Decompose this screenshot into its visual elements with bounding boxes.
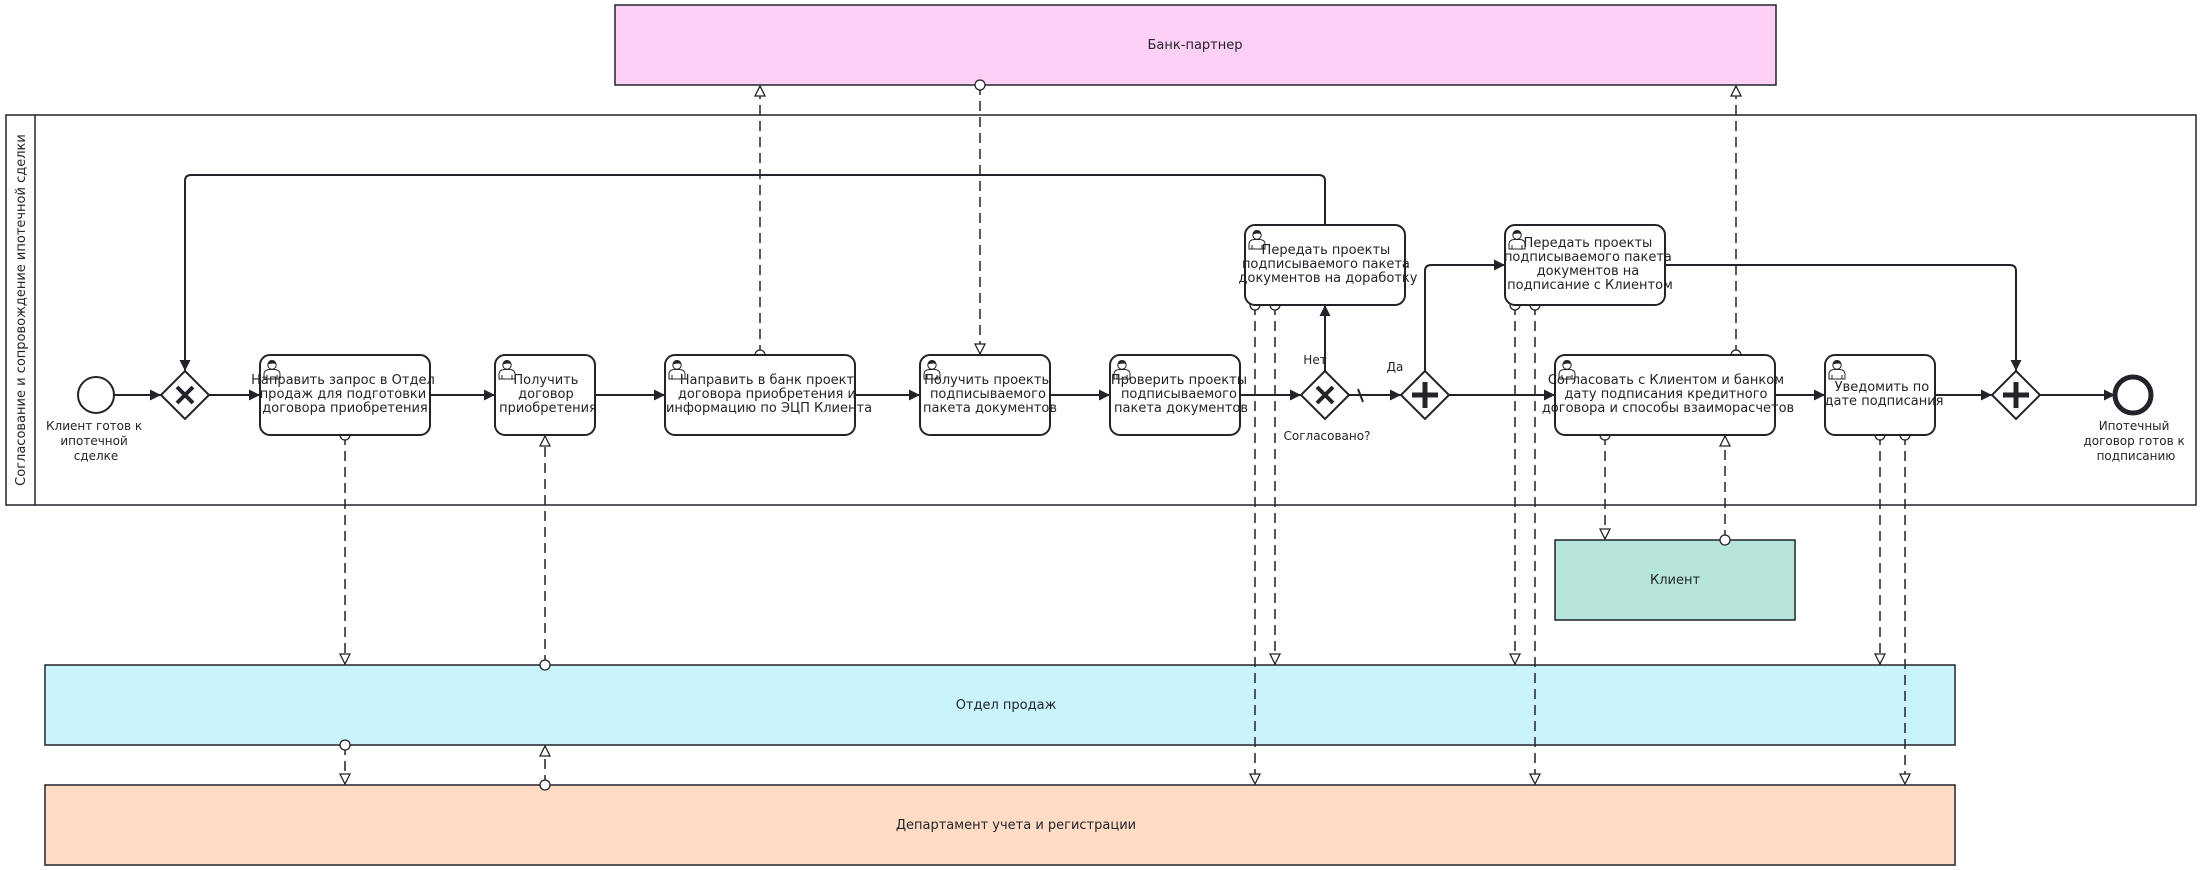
user-task-icon bbox=[1828, 360, 1846, 380]
default-flow-marker bbox=[1357, 388, 1364, 403]
start-event[interactable]: Клиент готов к ипотечной сделке bbox=[46, 376, 146, 463]
decision-yes-label: Да bbox=[1387, 360, 1404, 374]
task-check-drafts-label: Проверить проекты подписываемого пакета … bbox=[1111, 373, 1251, 416]
task-send-to-bank[interactable]: Направить в банк проект договора приобре… bbox=[664, 354, 872, 436]
user-task-icon bbox=[1248, 230, 1266, 250]
parallel-gateway-icon bbox=[1412, 382, 1438, 408]
user-task-icon bbox=[668, 360, 686, 380]
main-pool-label: Согласование и сопровождение ипотечной с… bbox=[14, 134, 29, 486]
sales-pool[interactable]: Отдел продаж bbox=[44, 664, 1956, 746]
user-task-icon bbox=[1558, 360, 1576, 380]
user-task-icon bbox=[263, 360, 281, 380]
parallel-split-gateway[interactable] bbox=[1399, 369, 1451, 421]
bank-partner-label: Банк-партнер bbox=[1148, 38, 1243, 53]
task-receive-contract-label: Получить договор приобретения bbox=[499, 373, 597, 416]
task-receive-drafts-label: Получить проекты подписываемого пакета д… bbox=[923, 373, 1057, 416]
decision-question-label: Согласовано? bbox=[1284, 429, 1371, 443]
bank-partner-pool[interactable]: Банк-партнер bbox=[614, 4, 1777, 86]
task-send-for-rework-label: Передать проекты подписываемого пакета д… bbox=[1239, 243, 1418, 286]
decision-gateway[interactable]: Согласовано? Нет Да bbox=[1284, 353, 1404, 443]
task-receive-drafts[interactable]: Получить проекты подписываемого пакета д… bbox=[919, 354, 1057, 436]
task-check-drafts[interactable]: Проверить проекты подписываемого пакета … bbox=[1109, 354, 1251, 436]
task-agree-date[interactable]: Согласовать с Клиентом и банком дату под… bbox=[1542, 354, 1794, 436]
task-notify-date[interactable]: Уведомить по дате подписания bbox=[1824, 354, 1944, 436]
task-send-for-signing-label: Передать проекты подписываемого пакета д… bbox=[1504, 236, 1676, 293]
task-send-request[interactable]: Направить запрос в Отдел продаж для подг… bbox=[251, 354, 439, 436]
task-receive-contract[interactable]: Получить договор приобретения bbox=[494, 354, 597, 436]
client-pool-label: Клиент bbox=[1650, 573, 1700, 588]
accounting-pool-label: Департамент учета и регистрации bbox=[896, 818, 1136, 833]
end-event-label: Ипотечный договор готов к подписанию bbox=[2083, 419, 2188, 463]
merge-gateway[interactable] bbox=[159, 369, 211, 421]
task-send-to-bank-label: Направить в банк проект договора приобре… bbox=[666, 373, 872, 416]
user-task-icon bbox=[1113, 360, 1131, 380]
task-send-for-rework[interactable]: Передать проекты подписываемого пакета д… bbox=[1239, 224, 1418, 306]
exclusive-gateway-icon bbox=[175, 385, 195, 405]
task-agree-date-label: Согласовать с Клиентом и банком дату под… bbox=[1542, 373, 1794, 416]
user-task-icon bbox=[1508, 230, 1526, 250]
end-event[interactable]: Ипотечный договор готов к подписанию bbox=[2083, 374, 2188, 463]
message-flows bbox=[345, 85, 1905, 785]
exclusive-gateway-icon bbox=[1315, 385, 1335, 405]
main-pool[interactable]: Согласование и сопровождение ипотечной с… bbox=[5, 114, 2197, 506]
task-send-request-label: Направить запрос в Отдел продаж для подг… bbox=[251, 373, 439, 416]
parallel-join-gateway[interactable] bbox=[1990, 369, 2042, 421]
task-notify-date-label: Уведомить по дате подписания bbox=[1825, 380, 1944, 409]
decision-no-label: Нет bbox=[1303, 353, 1326, 367]
user-task-icon bbox=[923, 360, 941, 380]
flow-t7-to-and-join[interactable] bbox=[1665, 264, 2022, 371]
accounting-pool[interactable]: Департамент учета и регистрации bbox=[44, 784, 1956, 866]
sales-pool-label: Отдел продаж bbox=[956, 698, 1057, 713]
start-event-label: Клиент готов к ипотечной сделке bbox=[46, 419, 146, 463]
task-send-for-signing[interactable]: Передать проекты подписываемого пакета д… bbox=[1504, 224, 1676, 306]
flow-and-split-to-t7[interactable] bbox=[1424, 259, 1505, 371]
user-task-icon bbox=[498, 360, 516, 380]
parallel-gateway-icon bbox=[2003, 382, 2029, 408]
client-pool[interactable]: Клиент bbox=[1554, 539, 1796, 621]
